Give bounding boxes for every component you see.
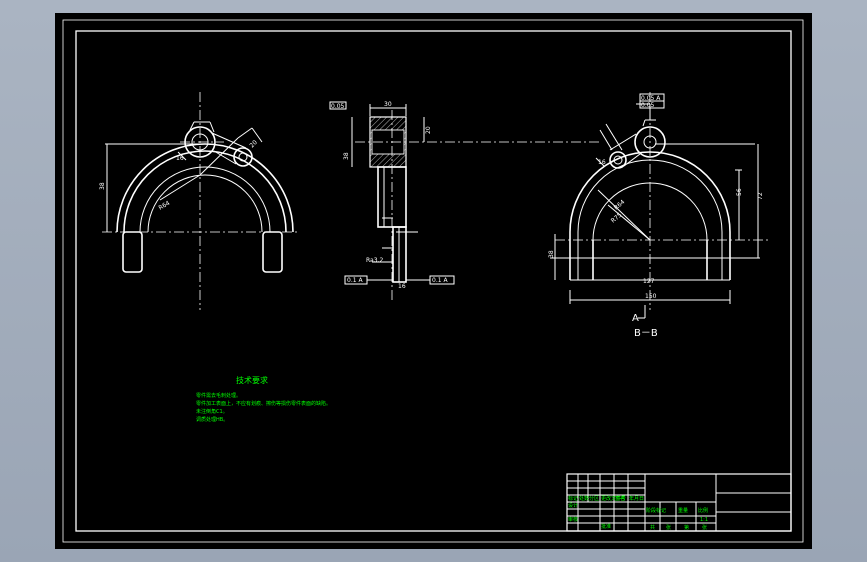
drawing-viewport[interactable]	[55, 13, 812, 549]
tb-change-doc: 更改文件号	[601, 495, 626, 502]
dim-r-outer: R75	[610, 211, 624, 224]
tol-frame-1: 0.1 A	[347, 277, 363, 284]
tb-review: 审核	[568, 516, 578, 523]
dim-height-left: 38	[99, 182, 106, 190]
dim-small-left: 16	[176, 155, 184, 162]
title-block: 标记 处数 分区 更改文件号 签名 年月日 设计 审核 批准 阶段标记 重量 比…	[566, 473, 792, 532]
tech-req-line-4: 调质处理HB。	[196, 416, 228, 423]
dim-top-section: 30	[384, 101, 392, 108]
tb-total: 共	[650, 524, 655, 531]
left-view: R64 38 20 16	[99, 92, 298, 310]
dim-small-right: 38	[548, 250, 555, 258]
tb-scale: 比例	[698, 507, 708, 514]
tech-req-line-3: 未注倒角C1。	[196, 408, 228, 415]
dim-top-left: 20	[248, 139, 258, 149]
section-view: 30 20 38 0.05 0.1 A 0.1 A Ra3.2 16	[329, 101, 600, 300]
tol-frame-2: 0.1 A	[432, 277, 448, 284]
tol-frame-4: 0.05 A	[641, 95, 661, 102]
section-label-a: A	[632, 313, 639, 324]
section-label-bb: B－B	[634, 328, 658, 339]
tb-sign: 签名	[615, 495, 625, 502]
tb-scale-value: 1:1	[700, 517, 708, 523]
tb-nth: 第	[684, 524, 689, 531]
tol-frame-5: 0.05	[641, 102, 655, 109]
dim-small-right2: 16	[598, 159, 606, 166]
dim-height-right: 56	[736, 188, 743, 196]
dim-width-lower: 127	[643, 278, 655, 285]
outer-frame	[62, 19, 804, 543]
tech-req-line-1: 零件需去毛刺处理。	[196, 392, 241, 399]
tech-req-title: 技术要求	[236, 375, 268, 385]
tb-date: 年月日	[629, 495, 644, 502]
right-view: 0.05 A 0.05 R75 R64 56 72 38 127 150 16 …	[548, 92, 770, 339]
tb-zone: 分区	[589, 495, 599, 502]
tb-sheet: 张	[702, 524, 707, 531]
dim-r-inner: R64	[158, 200, 172, 212]
tb-stage: 阶段标记	[646, 507, 666, 514]
roughness-label: Ra3.2	[366, 257, 383, 264]
tb-mark: 标记	[568, 495, 578, 502]
tech-requirements: 技术要求 零件需去毛刺处理。 零件加工表面上，不应有划痕、擦伤等损伤零件表面的缺…	[196, 375, 331, 423]
tol-frame-3: 0.05	[331, 103, 345, 110]
dim-width: 150	[645, 293, 657, 300]
dim-height-right2: 72	[757, 192, 764, 200]
dim-section-side: 20	[425, 126, 432, 134]
dim-r-inner-right: R64	[613, 198, 627, 211]
inner-frame	[75, 30, 792, 532]
tb-weight: 重量	[678, 507, 688, 514]
tb-approve: 批准	[601, 523, 611, 530]
tech-req-line-2: 零件加工表面上，不应有划痕、擦伤等损伤零件表面的缺陷。	[196, 400, 331, 407]
dim-section-bottom: 16	[398, 283, 406, 290]
tb-count: 处数	[579, 495, 589, 502]
dim-section-left: 38	[343, 152, 350, 160]
tb-design: 设计	[568, 502, 578, 509]
tb-sheets: 张	[666, 524, 671, 531]
